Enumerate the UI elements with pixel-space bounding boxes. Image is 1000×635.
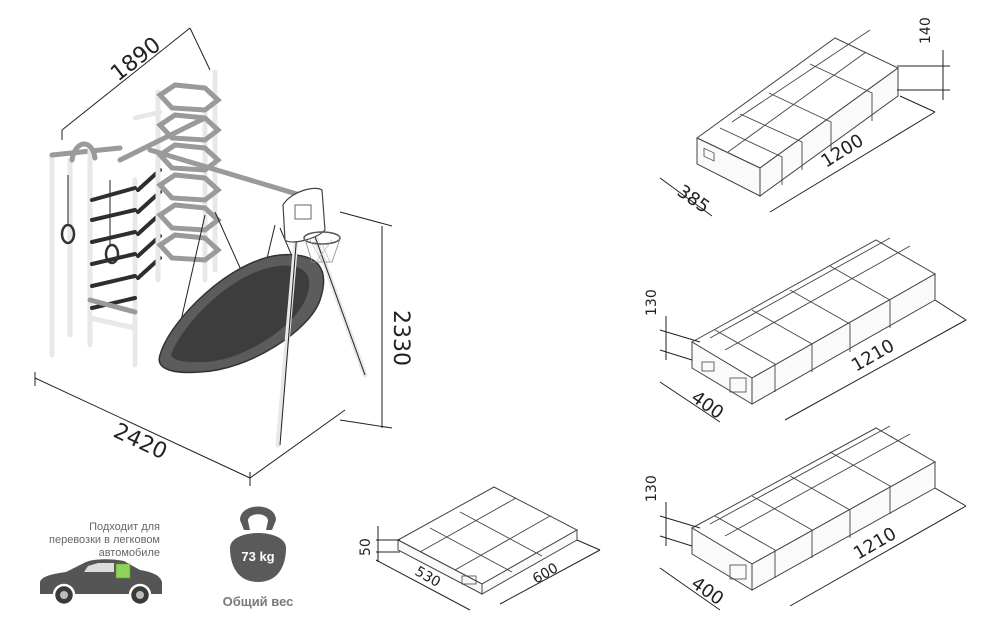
- product-depth-label: 1890: [106, 33, 166, 87]
- product-dimension-lines: [34, 27, 393, 486]
- basketball-hoop: [282, 187, 341, 263]
- kettlebell-icon: [230, 506, 286, 582]
- package-2: [659, 237, 967, 423]
- package-3-width-label: 400: [687, 573, 727, 610]
- package-4-height-label: 50: [358, 538, 374, 556]
- weight-block: 73 kg Общий вес: [223, 506, 294, 609]
- climbing-frame: [49, 69, 303, 368]
- product-width-label: 2420: [109, 419, 170, 465]
- car-note-line-2: перевозки в легковом: [49, 534, 160, 546]
- playset-illustration: 1890 2420 2330: [34, 27, 413, 486]
- package-2-width-label: 400: [687, 387, 727, 424]
- package-1: [659, 29, 950, 217]
- package-1-height-label: 140: [918, 17, 934, 44]
- package-3: [659, 425, 967, 611]
- car-note-line-1: Подходит для: [89, 521, 160, 533]
- package-3-height-label: 130: [644, 475, 660, 502]
- package-2-height-label: 130: [644, 289, 660, 316]
- weight-label: Общий вес: [223, 594, 294, 609]
- car-note: Подходит для перевозки в легковом автомо…: [40, 521, 162, 607]
- car-note-line-3: автомобиле: [99, 547, 160, 559]
- product-height-label: 2330: [388, 310, 413, 366]
- weight-value: 73 kg: [241, 549, 274, 564]
- car-icon: [40, 559, 162, 607]
- oval-swing: [158, 211, 325, 374]
- package-4: [375, 486, 601, 611]
